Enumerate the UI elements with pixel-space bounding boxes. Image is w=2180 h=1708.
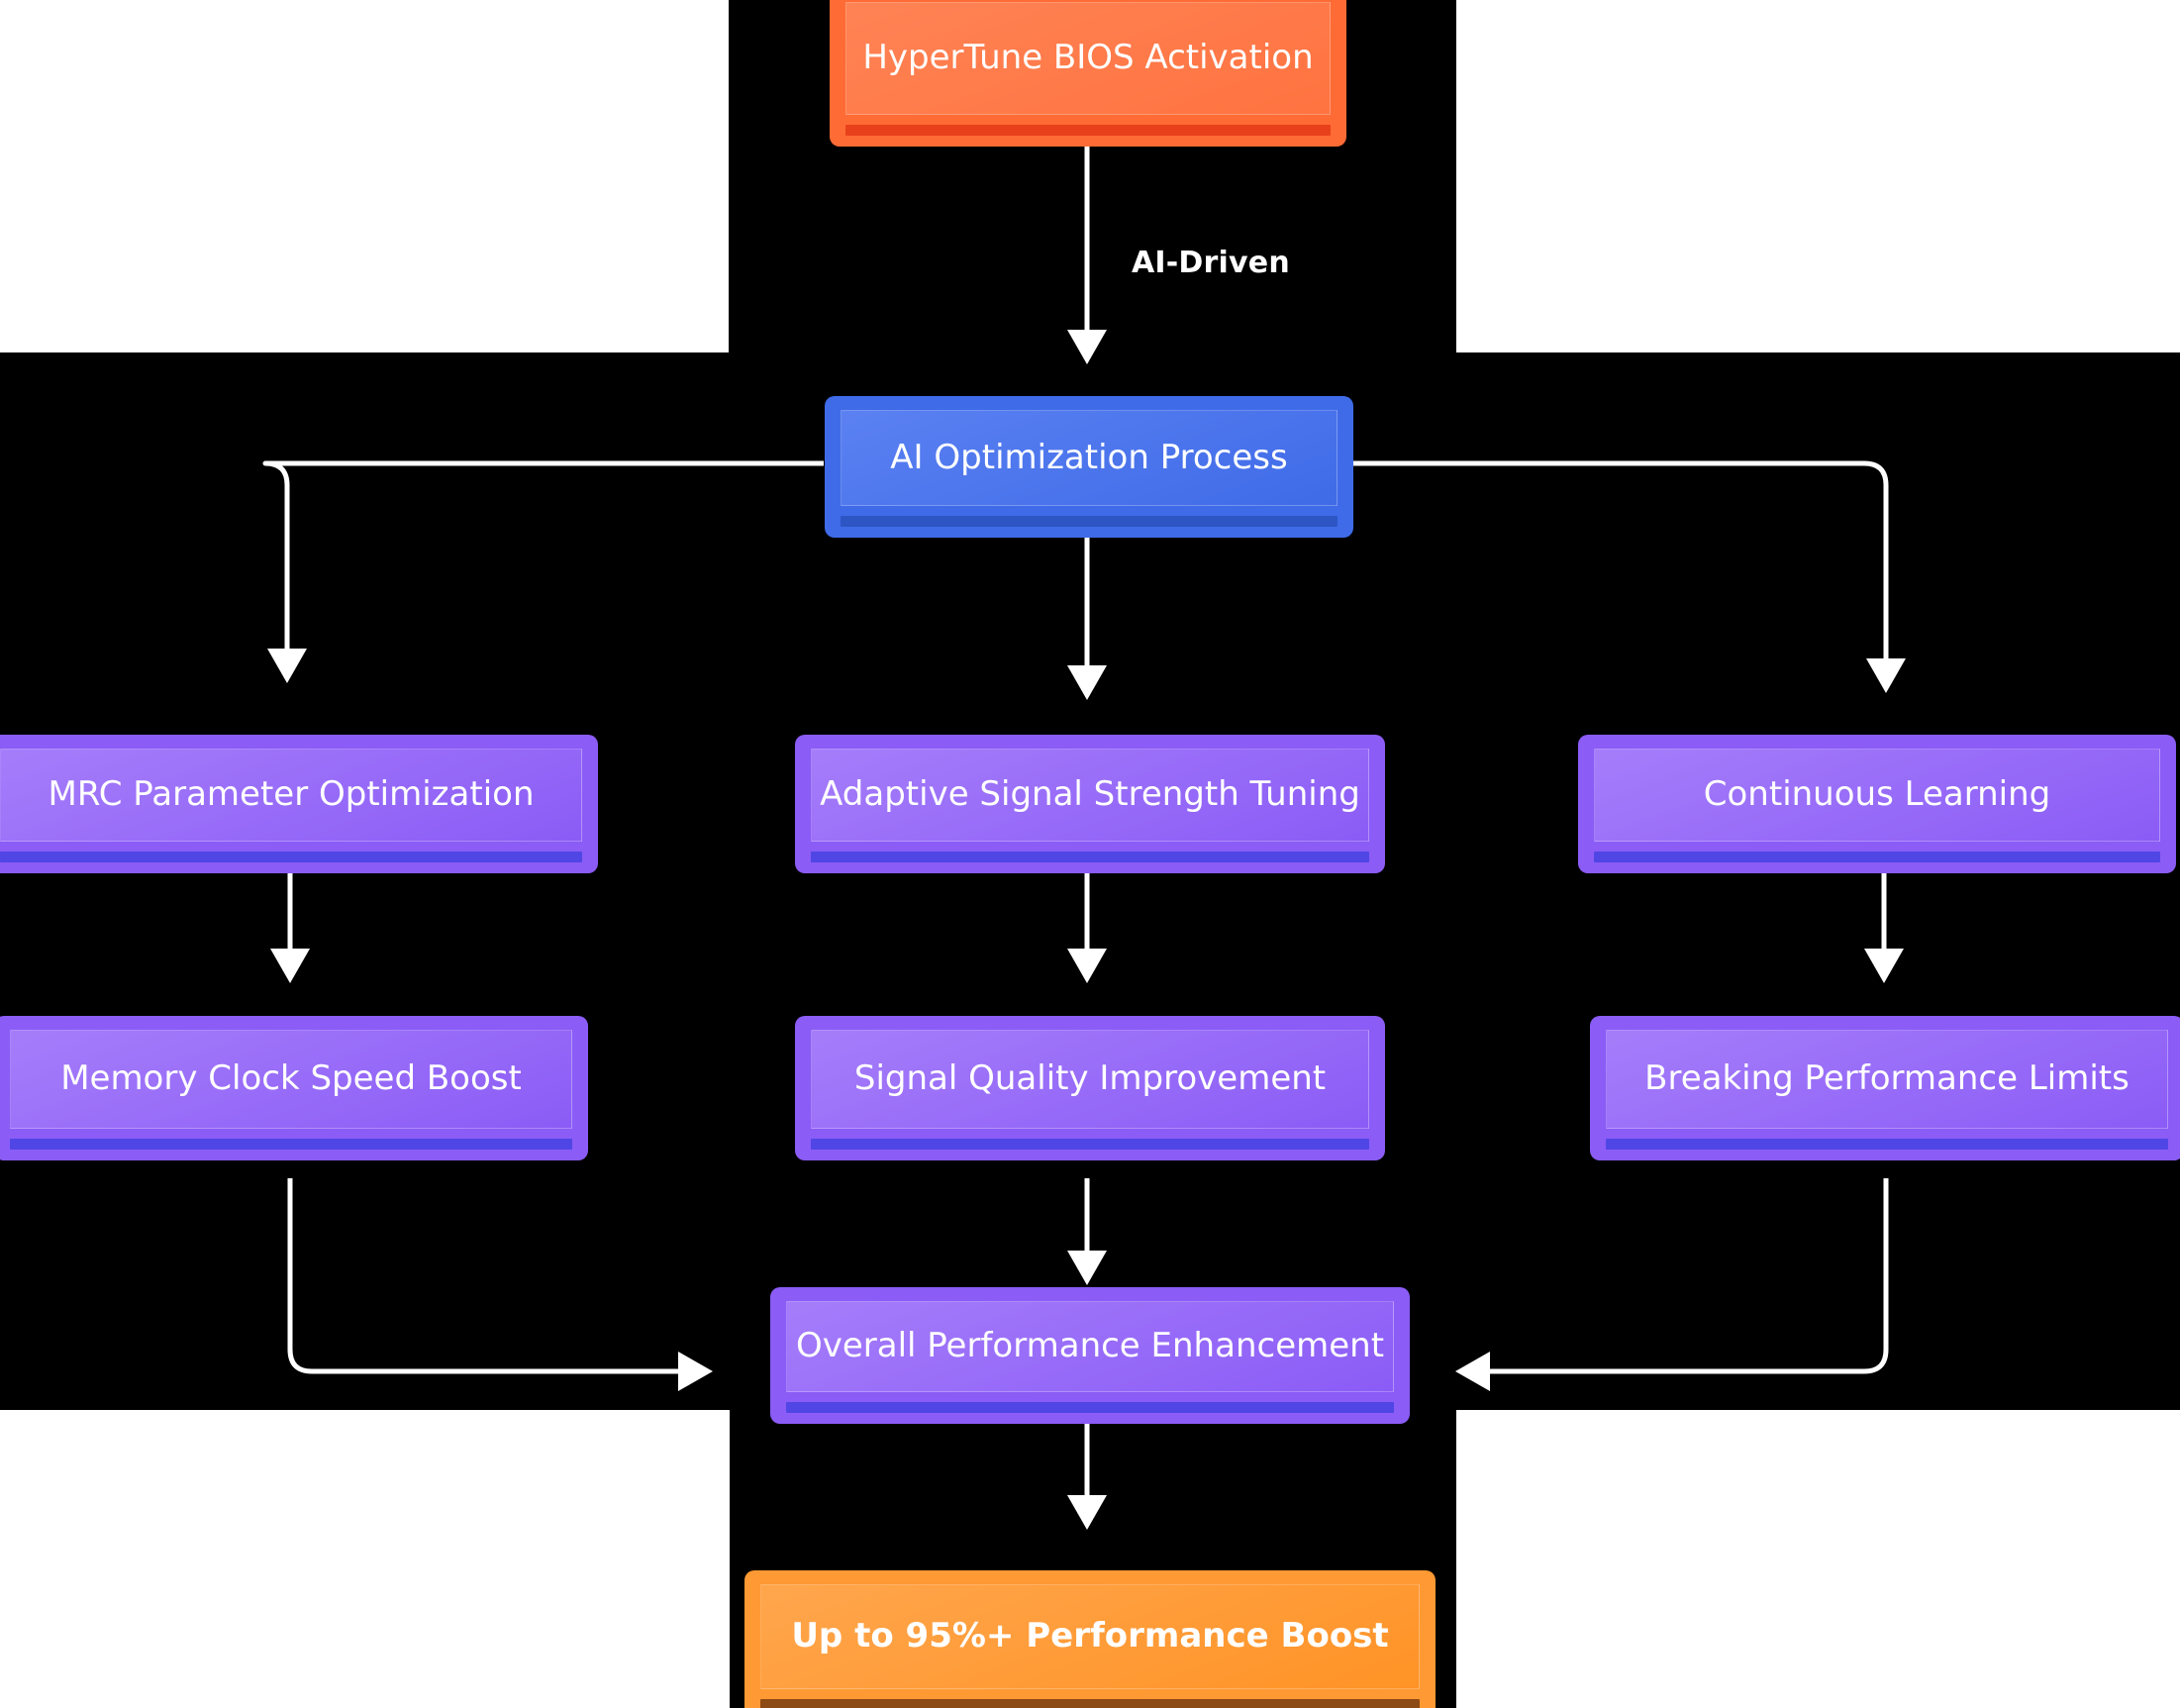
node-inner-panel: Up to 95%+ Performance Boost [760,1584,1420,1689]
node-accent-bar [811,1139,1369,1150]
node-mrc-parameter-optimization[interactable]: MRC Parameter Optimization [0,735,598,873]
node-accent-bar [841,516,1338,527]
node-label: HyperTune BIOS Activation [862,38,1314,78]
node-up-to-95-percent-performance-boost[interactable]: Up to 95%+ Performance Boost [744,1570,1436,1708]
node-accent-bar [811,852,1369,862]
node-accent-bar [786,1402,1394,1413]
node-inner-panel: Continuous Learning [1594,749,2160,842]
node-inner-panel: HyperTune BIOS Activation [845,2,1331,115]
node-label: Signal Quality Improvement [853,1058,1327,1099]
node-inner-panel: Overall Performance Enhancement [786,1301,1394,1392]
node-inner-panel: Memory Clock Speed Boost [10,1030,572,1129]
node-inner-panel: AI Optimization Process [841,410,1338,506]
node-inner-panel: Adaptive Signal Strength Tuning [811,749,1369,842]
node-label: Continuous Learning [1703,774,2051,815]
node-memory-clock-speed-boost[interactable]: Memory Clock Speed Boost [0,1016,588,1160]
node-continuous-learning[interactable]: Continuous Learning [1578,735,2176,873]
node-label: MRC Parameter Optimization [48,774,535,815]
node-overall-performance-enhancement[interactable]: Overall Performance Enhancement [770,1287,1410,1424]
node-ai-optimization-process[interactable]: AI Optimization Process [825,396,1353,538]
node-accent-bar [1594,852,2160,862]
node-signal-quality-improvement[interactable]: Signal Quality Improvement [795,1016,1385,1160]
node-hypertune-bios-activation[interactable]: HyperTune BIOS Activation [830,0,1346,147]
node-label: Adaptive Signal Strength Tuning [820,774,1360,815]
node-accent-bar [10,1139,572,1150]
node-breaking-performance-limits[interactable]: Breaking Performance Limits [1590,1016,2180,1160]
node-label: Overall Performance Enhancement [795,1326,1385,1366]
node-accent-bar [845,125,1331,136]
node-adaptive-signal-strength-tuning[interactable]: Adaptive Signal Strength Tuning [795,735,1385,873]
node-label: AI Optimization Process [890,437,1288,477]
edge-label-ai-driven: AI-Driven [1132,246,1290,280]
node-inner-panel: Breaking Performance Limits [1606,1030,2168,1129]
node-label: Up to 95%+ Performance Boost [791,1616,1389,1657]
node-accent-bar [0,852,582,862]
node-inner-panel: MRC Parameter Optimization [0,749,582,842]
node-inner-panel: Signal Quality Improvement [811,1030,1369,1129]
node-accent-bar [1606,1139,2168,1150]
node-label: Memory Clock Speed Boost [60,1058,522,1099]
node-accent-bar [760,1699,1420,1708]
node-label: Breaking Performance Limits [1644,1058,2130,1099]
